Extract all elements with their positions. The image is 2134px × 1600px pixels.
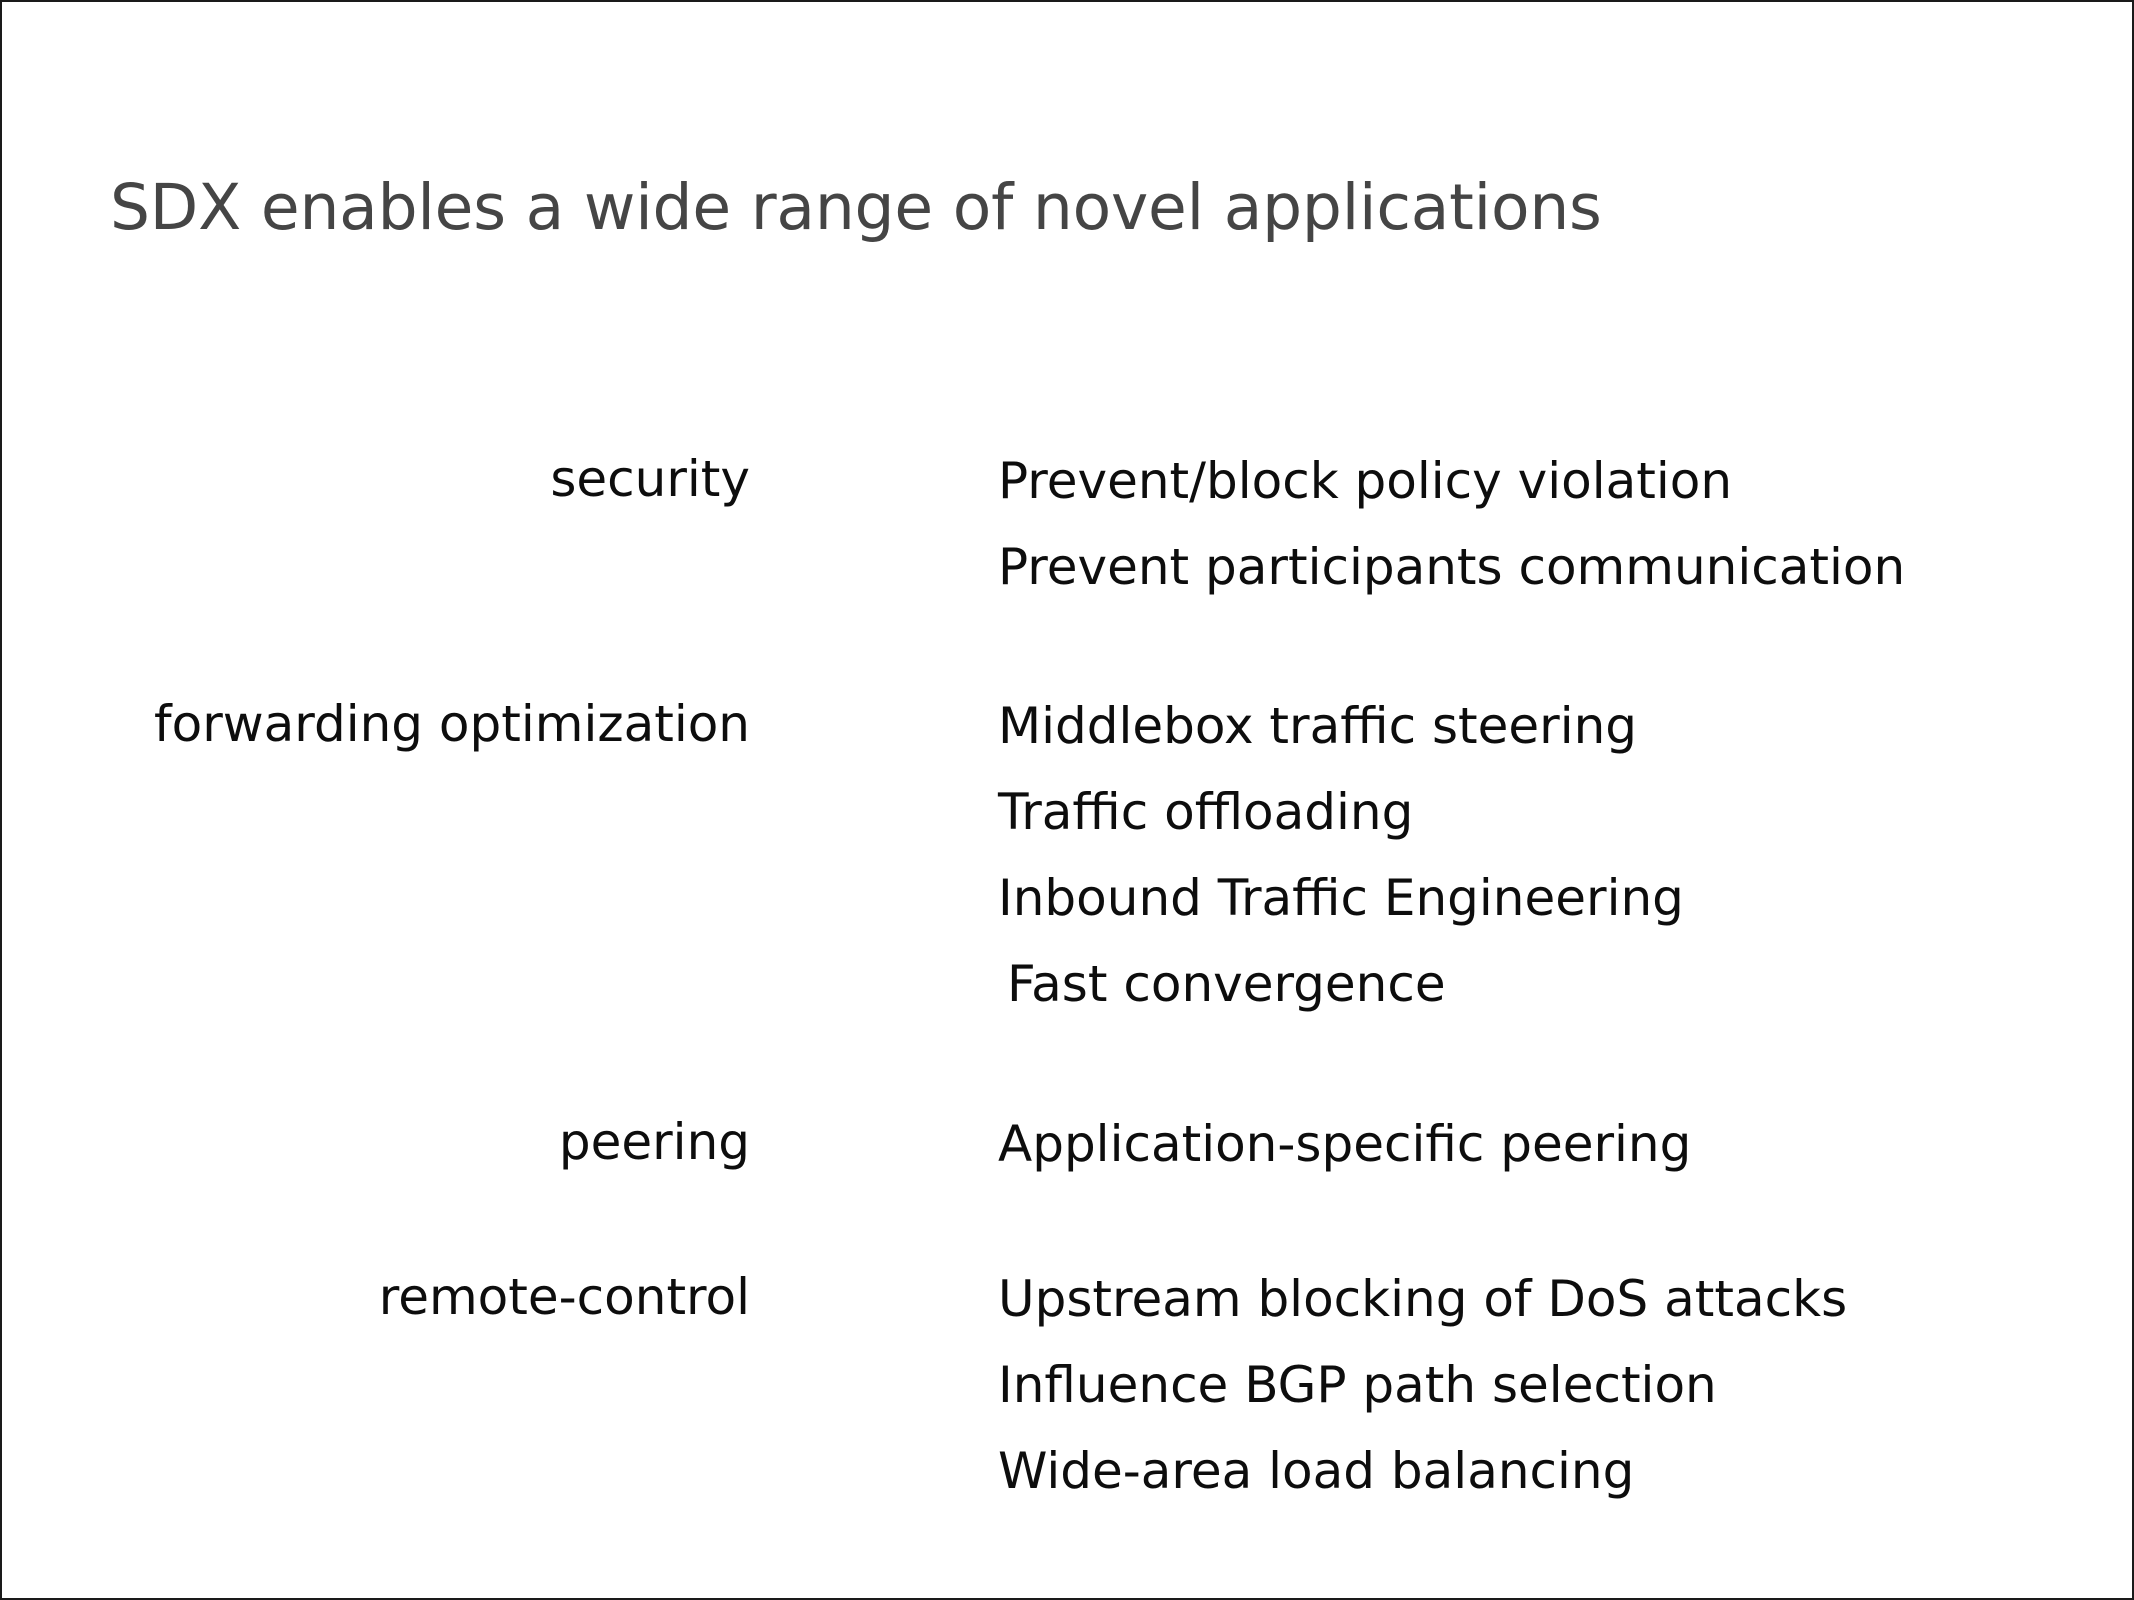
list-item: Application-specific peering [998, 1115, 1692, 1173]
group-label-forwarding-optimization: forwarding optimization [154, 695, 750, 753]
list-item: Middlebox traffic steering [998, 697, 1638, 755]
list-item: Prevent/block policy violation [998, 452, 1733, 510]
list-item: Prevent participants communication [998, 538, 1906, 596]
page-title: SDX enables a wide range of novel applic… [110, 171, 1602, 244]
group-items-forwarding-optimization: Middlebox traffic steering Traffic offlo… [998, 683, 2118, 1027]
list-item: Upstream blocking of DoS attacks [998, 1270, 1848, 1328]
list-item: Traffic offloading [998, 783, 1414, 841]
group-items-security: Prevent/block policy violation Prevent p… [998, 438, 2118, 610]
group-label-security: security [550, 450, 750, 508]
list-item: Inbound Traffic Engineering [998, 869, 1684, 927]
group-label-peering: peering [558, 1113, 750, 1171]
group-items-peering: Application-specific peering [998, 1101, 2118, 1187]
list-item: Wide-area load balancing [998, 1442, 1635, 1500]
group-items-remote-control: Upstream blocking of DoS attacks Influen… [998, 1256, 2118, 1514]
group-label-remote-control: remote-control [378, 1268, 750, 1326]
list-item: Fast convergence [1007, 955, 1446, 1013]
list-item: Influence BGP path selection [998, 1356, 1717, 1414]
